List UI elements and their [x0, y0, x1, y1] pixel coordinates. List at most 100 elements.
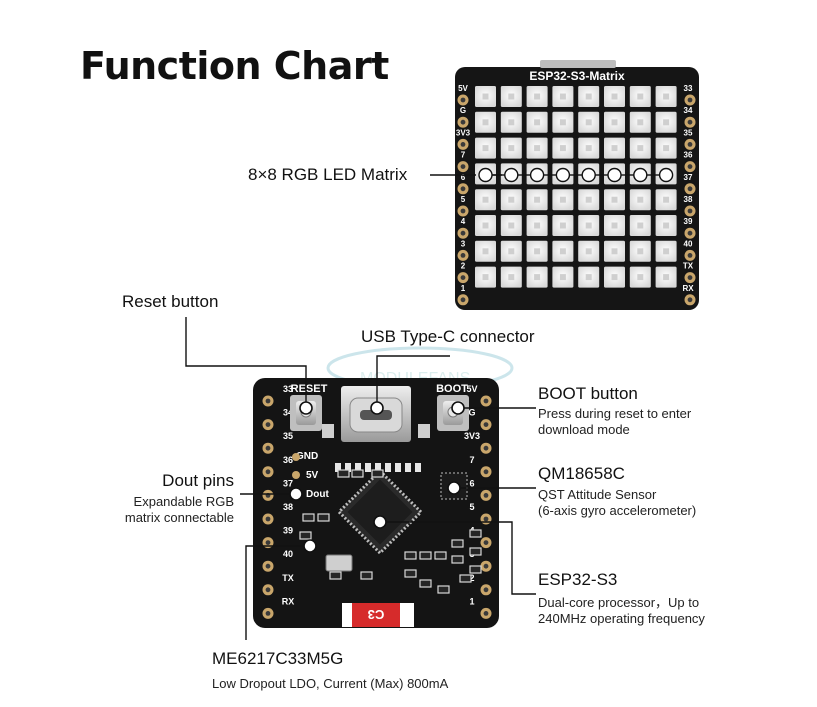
- pin-label: 33: [684, 84, 693, 93]
- main-left-pin-holes: [262, 395, 274, 619]
- rgb-led: [526, 189, 548, 211]
- boot-button-part: [437, 395, 469, 431]
- rgb-led: [526, 266, 548, 288]
- pin-label: 6: [461, 173, 466, 182]
- rgb-led: [552, 137, 574, 159]
- pin-label: 36: [283, 455, 293, 465]
- rgb-led: [629, 266, 651, 288]
- smd-component: [419, 551, 432, 560]
- rgb-led: [655, 137, 677, 159]
- c3-label: C3: [342, 603, 414, 627]
- smd-pad: [335, 463, 341, 472]
- pin-label: 5V: [466, 384, 477, 394]
- rgb-led: [500, 215, 522, 236]
- leader-dots: [289, 401, 465, 553]
- smd-component: [404, 551, 417, 560]
- boot-button-desc-1: Press during reset to enter: [538, 406, 692, 421]
- pin-label: 6: [469, 478, 474, 488]
- rgb-led: [500, 266, 522, 288]
- pin-label: 34: [283, 408, 293, 418]
- rgb-led: [526, 137, 548, 159]
- leader-lines: [185, 167, 674, 640]
- rgb-led: [526, 215, 548, 236]
- rgb-led: [475, 189, 496, 211]
- rgb-led: [604, 215, 625, 236]
- crystal-part: [325, 554, 353, 572]
- led-row-marker: [555, 167, 571, 183]
- smd-component: [329, 571, 342, 580]
- rgb-led: [526, 240, 548, 262]
- pin-label: G: [460, 106, 466, 115]
- smd-component: [469, 547, 482, 556]
- reset-button-label: Reset button: [122, 292, 219, 311]
- pin-label: TX: [282, 573, 294, 583]
- reset-silk: RESET: [291, 383, 328, 395]
- rgb-led: [475, 137, 496, 159]
- matrix-left-pin-holes: [457, 94, 469, 306]
- pin-label: 1: [469, 596, 474, 606]
- misc-components: [299, 469, 482, 594]
- pin-label: 3V3: [464, 431, 480, 441]
- smd-component: [404, 569, 417, 578]
- pin-label: 5: [461, 195, 466, 204]
- rgb-led: [578, 86, 600, 107]
- rgb-led: [500, 137, 522, 159]
- smd-component: [469, 529, 482, 538]
- smd-pad: [415, 463, 421, 472]
- rgb-led: [604, 137, 625, 159]
- esp32-label: ESP32-S3: [538, 570, 618, 589]
- led-row-marker: [581, 167, 596, 183]
- pin-label: 3V3: [456, 128, 471, 137]
- smd-pad: [395, 463, 401, 472]
- pin-label: 2: [469, 573, 474, 583]
- rgb-led: [604, 189, 625, 211]
- rgb-led: [552, 215, 574, 236]
- pad-row: [335, 463, 421, 472]
- smd-pad: [345, 463, 351, 472]
- esp32-desc-2: 240MHz operating frequency: [538, 611, 705, 626]
- rgb-led: [552, 266, 574, 288]
- pin-label: 3: [461, 239, 466, 248]
- pin-label: 34: [684, 106, 693, 115]
- smd-pad: [375, 463, 381, 472]
- rgb-led: [629, 86, 651, 107]
- smd-component: [419, 579, 432, 588]
- led-row-marker: [607, 167, 622, 183]
- pin-label: 38: [283, 502, 293, 512]
- matrix-usb-edge: [540, 60, 616, 68]
- imu-desc-1: QST Attitude Sensor: [538, 487, 657, 502]
- rgb-led: [500, 86, 522, 107]
- rgb-led: [578, 240, 600, 262]
- led-row-marker: [529, 167, 545, 183]
- pin-label: 37: [684, 173, 693, 182]
- esp32-desc-1: Dual-core processor，Up to: [538, 595, 700, 610]
- rgb-led: [578, 215, 600, 236]
- pin-label: 4: [461, 217, 466, 226]
- smd-pad: [365, 463, 371, 472]
- dout-pins-desc-1: Expandable RGB: [133, 494, 234, 509]
- rgb-led: [629, 189, 651, 211]
- smd-component: [299, 531, 312, 540]
- led-row-marker: [504, 167, 519, 183]
- rgb-led: [526, 111, 548, 133]
- rgb-led: [604, 111, 625, 133]
- rgb-led: [552, 240, 574, 262]
- rgb-led: [655, 266, 677, 288]
- pin-label: TX: [683, 262, 694, 271]
- led-row-marker: [633, 167, 648, 183]
- rgb-led: [629, 240, 651, 262]
- pin-label: 39: [684, 217, 693, 226]
- pin-label: RX: [682, 284, 694, 293]
- rgb-led: [629, 215, 651, 236]
- rgb-led: [578, 111, 600, 133]
- page-title: Function Chart: [80, 44, 389, 88]
- pin-label: 36: [684, 151, 693, 160]
- dout-pins-desc-2: matrix connectable: [124, 510, 234, 525]
- smd-component: [371, 469, 384, 478]
- rgb-led: [552, 86, 574, 107]
- rgb-led: [475, 240, 496, 262]
